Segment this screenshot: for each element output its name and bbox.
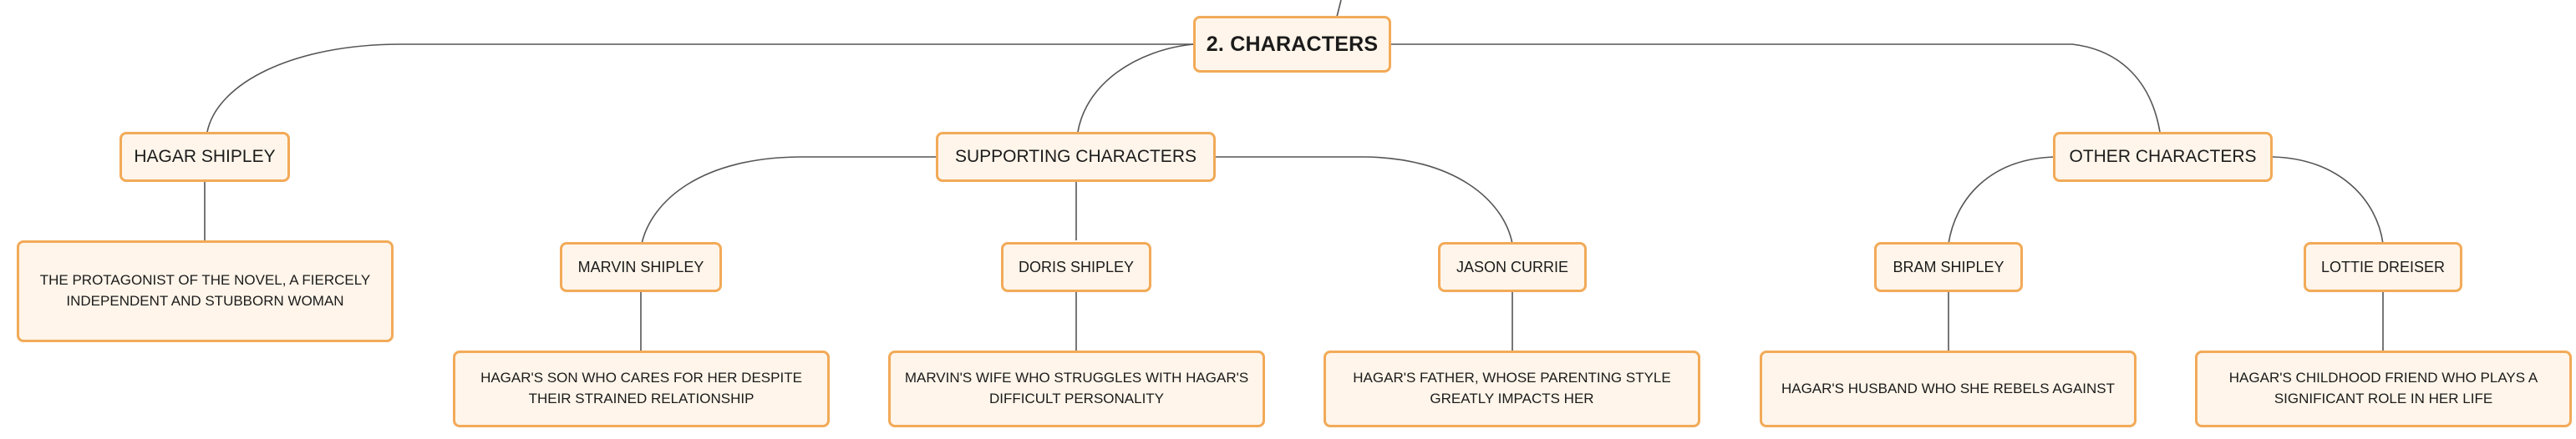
node-lottie-description[interactable]: HAGAR'S CHILDHOOD FRIEND WHO PLAYS A SIG… [2195,351,2572,427]
node-marvin-shipley[interactable]: MARVIN SHIPLEY [560,242,722,292]
connector-root-other [1391,43,2161,133]
node-hagar-shipley[interactable]: HAGAR SHIPLEY [119,132,290,182]
connector-supporting-marvin [641,156,936,245]
node-lottie-dreiser[interactable]: LOTTIE DREISER [2304,242,2462,292]
node-other-characters[interactable]: OTHER CHARACTERS [2053,132,2273,182]
node-bram-description[interactable]: HAGAR'S HUSBAND WHO SHE REBELS AGAINST [1760,351,2137,427]
node-jason-currie[interactable]: JASON CURRIE [1438,242,1587,292]
connector-other-lottie [2272,156,2384,245]
node-characters-root[interactable]: 2. CHARACTERS [1193,16,1391,73]
node-doris-description[interactable]: MARVIN'S WIFE WHO STRUGGLES WITH HAGAR'S… [888,351,1265,427]
connector-root-hagar [206,43,1193,133]
connector-root-supporting [1077,43,1194,133]
connector-root-parent [1336,0,1342,18]
connector-other-bram [1948,156,2056,245]
node-hagar-description[interactable]: THE PROTAGONIST OF THE NOVEL, A FIERCELY… [17,240,394,342]
node-jason-description[interactable]: HAGAR'S FATHER, WHOSE PARENTING STYLE GR… [1324,351,1700,427]
node-bram-shipley[interactable]: BRAM SHIPLEY [1874,242,2023,292]
node-doris-shipley[interactable]: DORIS SHIPLEY [1001,242,1151,292]
connector-supporting-jason [1216,156,1513,245]
node-supporting-characters[interactable]: SUPPORTING CHARACTERS [936,132,1216,182]
node-marvin-description[interactable]: HAGAR'S SON WHO CARES FOR HER DESPITE TH… [453,351,830,427]
